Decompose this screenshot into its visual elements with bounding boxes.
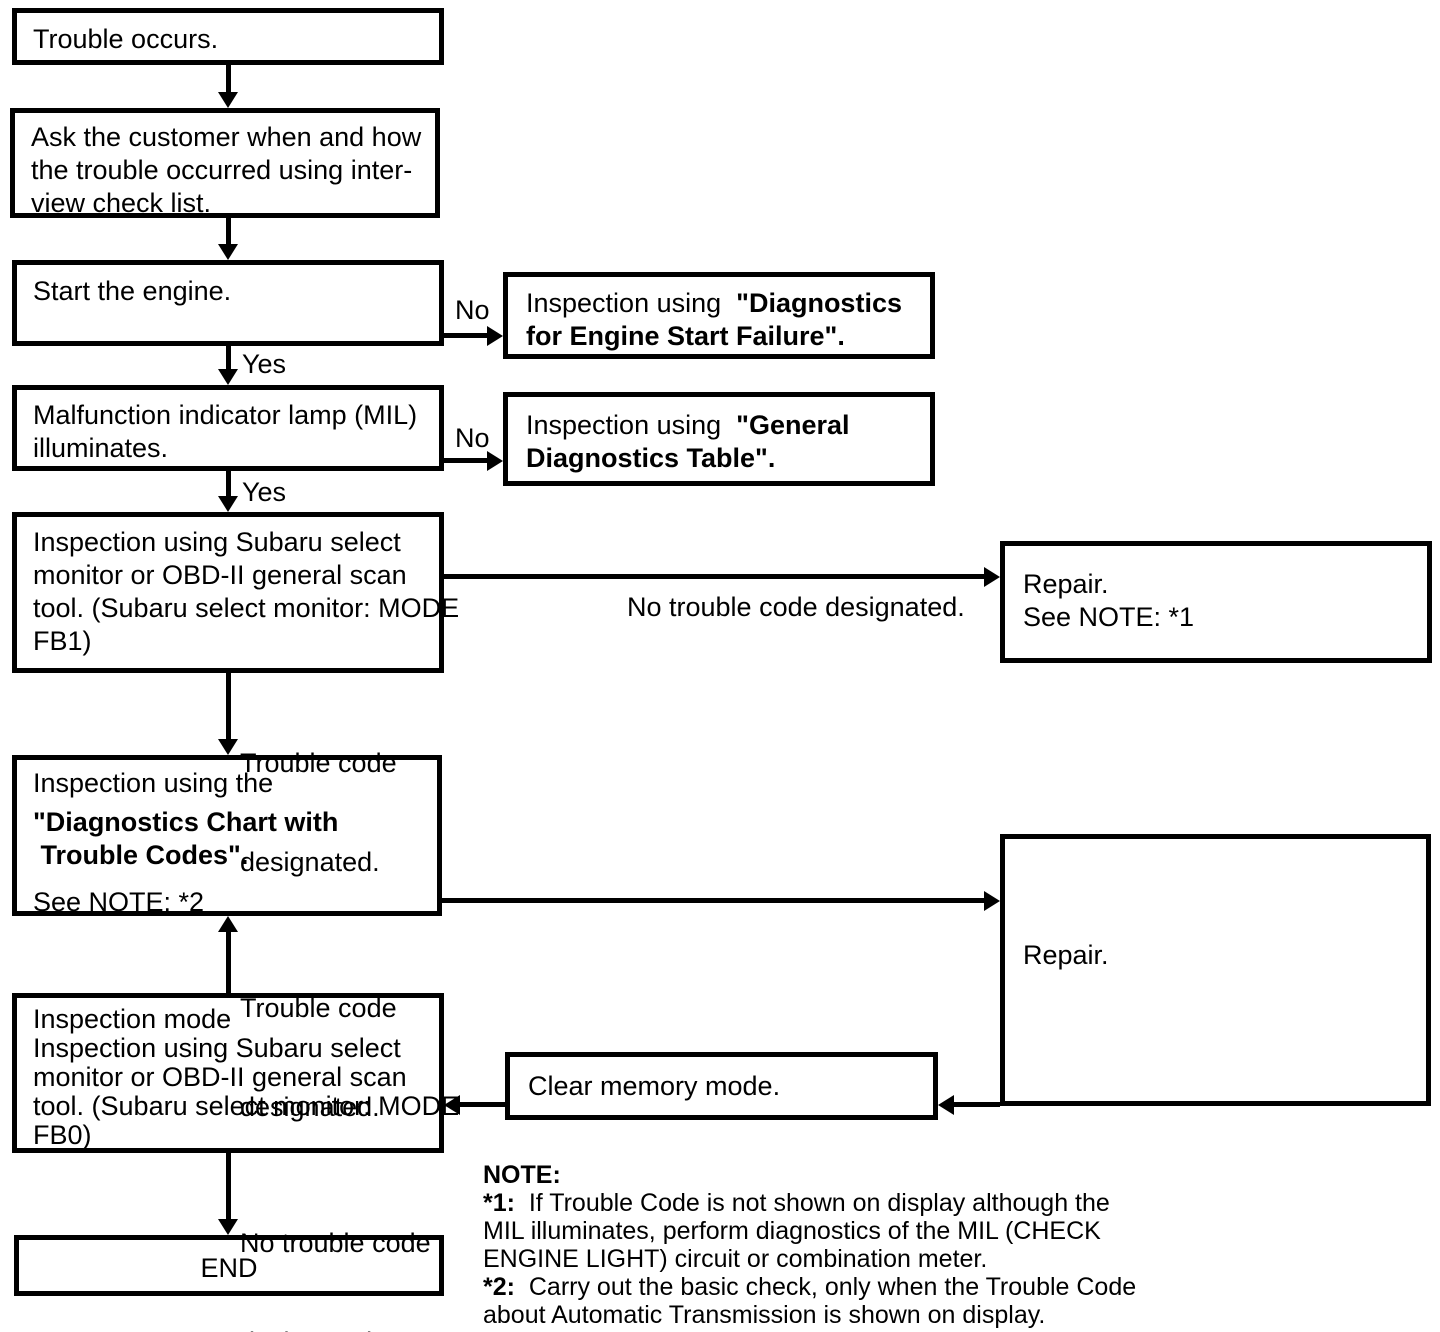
note-marker: *1: — [483, 1189, 515, 1217]
flowchart-box-trouble-occurs: Trouble occurs. — [12, 8, 444, 65]
arrowhead-left-icon — [444, 1095, 460, 1115]
arrowhead-up-icon — [218, 916, 238, 932]
box-text: view check list. — [31, 188, 212, 218]
flowchart-box-ask-customer: Ask the customer when and how the troubl… — [10, 108, 440, 218]
box-text: Inspection using Subaru select — [33, 1033, 401, 1063]
flowchart-box-scan-tool-fb1: Inspection using Subaru select monitor o… — [12, 512, 460, 673]
connector-line — [444, 574, 985, 579]
connector-line — [444, 333, 489, 338]
connector-line — [226, 931, 231, 993]
note-line: *1: If Trouble Code is not shown on disp… — [483, 1189, 1110, 1217]
arrowhead-left-icon — [938, 1095, 954, 1115]
flowchart-box-repair-note1: Repair. See NOTE: *1 — [1000, 541, 1432, 663]
branch-label-trouble-code: Trouble code designated. — [240, 748, 397, 877]
box-text: See NOTE: *1 — [1023, 602, 1195, 632]
box-text-prefix: Inspection using — [526, 288, 737, 318]
box-text: Trouble occurs. — [33, 24, 219, 54]
box-text-title: "General — [736, 410, 850, 440]
connector-line — [226, 65, 231, 93]
flowchart-box-inspection-mode-fb0: Inspection mode Inspection using Subaru … — [12, 993, 459, 1153]
box-text: FB1) — [33, 626, 92, 656]
branch-label-no-trouble-code: No trouble code designated. — [240, 1228, 431, 1332]
branch-label-no: No — [455, 295, 490, 325]
box-text: Inspection using "Diagnostics — [526, 287, 912, 320]
arrowhead-right-icon — [487, 451, 503, 471]
box-text: END — [200, 1253, 258, 1283]
box-text: Inspection mode — [33, 1004, 232, 1034]
connector-line — [444, 458, 489, 463]
branch-label-no: No — [455, 423, 490, 453]
flowchart-box-mil-illuminates: Malfunction indicator lamp (MIL) illumin… — [12, 385, 444, 471]
box-text-title: "Diagnostics — [736, 288, 902, 318]
box-text: tool. (Subaru select monitor: MODE — [33, 593, 460, 623]
flowchart-box-start-engine: Start the engine. — [12, 260, 444, 346]
flowchart-box-engine-start-failure: Inspection using "Diagnostics for Engine… — [503, 272, 935, 359]
note-block: NOTE: *1: If Trouble Code is not shown o… — [483, 1161, 1136, 1329]
note-line: about Automatic Transmission is shown on… — [483, 1301, 1046, 1329]
note-line: *2: Carry out the basic check, only when… — [483, 1273, 1137, 1301]
flowchart-box-clear-memory: Clear memory mode. — [505, 1052, 938, 1120]
flowchart-box-repair: Repair. — [1000, 834, 1431, 1106]
box-text: Clear memory mode. — [528, 1071, 781, 1101]
note-line: ENGINE LIGHT) circuit or combination met… — [483, 1245, 988, 1273]
branch-label-trouble-code: Trouble code designated. — [240, 993, 397, 1122]
connector-line — [442, 898, 985, 903]
box-text: Trouble Codes". — [33, 840, 249, 870]
connector-line — [226, 346, 231, 370]
box-text: monitor or OBD-II general scan — [33, 1062, 407, 1092]
note-heading: NOTE: — [483, 1161, 561, 1189]
box-text: "Diagnostics Chart with — [33, 807, 339, 837]
note-line: MIL illuminates, perform diagnostics of … — [483, 1217, 1101, 1245]
arrowhead-right-icon — [487, 326, 503, 346]
connector-line — [226, 218, 231, 245]
box-text: monitor or OBD-II general scan — [33, 560, 407, 590]
flowchart-box-diagnostics-chart: Inspection using the "Diagnostics Chart … — [12, 755, 442, 917]
box-text: the trouble occurred using inter- — [31, 155, 413, 185]
box-text-prefix: Inspection using — [526, 410, 737, 440]
box-text: Diagnostics Table". — [526, 443, 776, 473]
box-text: Inspection using the — [33, 768, 274, 798]
arrowhead-down-icon — [218, 739, 238, 755]
branch-label-yes: Yes — [242, 349, 287, 379]
arrowhead-right-icon — [984, 567, 1000, 587]
box-text: illuminates. — [33, 433, 169, 463]
box-text: Repair. — [1023, 569, 1109, 599]
box-text: Repair. — [1023, 940, 1109, 970]
flowchart-box-end: END — [14, 1235, 444, 1296]
box-text: Ask the customer when and how — [31, 122, 422, 152]
arrowhead-down-icon — [218, 1219, 238, 1235]
box-text: Start the engine. — [33, 276, 232, 306]
note-marker: *2: — [483, 1273, 515, 1301]
connector-line — [226, 1153, 231, 1220]
connector-line — [226, 673, 231, 740]
arrowhead-right-icon — [984, 891, 1000, 911]
flowchart-box-general-diagnostics-table: Inspection using "General Diagnostics Ta… — [503, 392, 935, 486]
box-text: Inspection using Subaru select — [33, 527, 401, 557]
branch-label-no-trouble-code: No trouble code designated. — [627, 592, 965, 622]
arrowhead-down-icon — [218, 496, 238, 512]
connector-line — [460, 1102, 505, 1107]
connector-line — [952, 1102, 1000, 1107]
arrowhead-down-icon — [218, 244, 238, 260]
box-text: FB0) — [33, 1120, 92, 1150]
connector-line — [226, 471, 231, 497]
arrowhead-down-icon — [218, 369, 238, 385]
box-text: See NOTE: *2 — [33, 887, 205, 917]
box-text: for Engine Start Failure". — [526, 321, 845, 351]
arrowhead-down-icon — [218, 92, 238, 108]
box-text: Inspection using "General — [526, 409, 912, 442]
box-text: Malfunction indicator lamp (MIL) — [33, 400, 418, 430]
branch-label-yes: Yes — [242, 477, 287, 507]
